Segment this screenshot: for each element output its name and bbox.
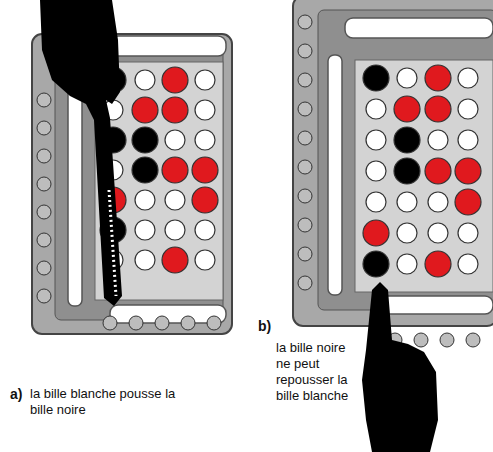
marble xyxy=(425,251,451,277)
marble xyxy=(135,70,155,90)
marble xyxy=(162,247,188,273)
marble xyxy=(366,192,386,212)
marble xyxy=(165,220,185,240)
marble xyxy=(195,220,215,240)
marble xyxy=(162,67,188,93)
marble xyxy=(37,233,51,247)
marble xyxy=(394,158,420,184)
marble xyxy=(192,187,218,213)
marble xyxy=(298,189,312,203)
caption-text: la bille blanche pousse la bille noire xyxy=(30,386,190,418)
marble xyxy=(425,158,451,184)
marble xyxy=(207,316,221,330)
marble xyxy=(458,254,478,274)
hand-a xyxy=(40,0,122,306)
marble xyxy=(455,158,481,184)
caption-text: la bille noire ne peut repousser la bill… xyxy=(276,340,354,404)
marble xyxy=(298,15,312,29)
marble xyxy=(165,130,185,150)
marble xyxy=(425,65,451,91)
marble xyxy=(37,149,51,163)
caption-letter: b) xyxy=(258,318,278,334)
board-b xyxy=(293,0,493,347)
marble xyxy=(397,68,417,88)
marble xyxy=(132,127,158,153)
marble xyxy=(366,99,386,119)
marble xyxy=(37,289,51,303)
marble xyxy=(428,130,448,150)
marble xyxy=(425,96,451,122)
marble xyxy=(195,130,215,150)
marble xyxy=(466,333,480,347)
marble xyxy=(458,223,478,243)
marble xyxy=(135,190,155,210)
marble xyxy=(298,131,312,145)
marble xyxy=(458,68,478,88)
marble xyxy=(132,97,158,123)
marble xyxy=(165,190,185,210)
marble xyxy=(455,189,481,215)
marble xyxy=(135,220,155,240)
marble xyxy=(37,121,51,135)
marble xyxy=(414,333,428,347)
marble xyxy=(192,157,218,183)
marble xyxy=(394,127,420,153)
hand-b xyxy=(362,282,438,452)
marble xyxy=(298,44,312,58)
marble xyxy=(195,70,215,90)
marble xyxy=(298,160,312,174)
marble xyxy=(129,316,143,330)
marble xyxy=(155,316,169,330)
marble xyxy=(363,65,389,91)
marble xyxy=(394,96,420,122)
marble xyxy=(298,73,312,87)
marble xyxy=(363,251,389,277)
marble xyxy=(298,276,312,290)
marble xyxy=(397,192,417,212)
marble xyxy=(440,333,454,347)
marble xyxy=(397,223,417,243)
marble xyxy=(37,205,51,219)
marble xyxy=(37,177,51,191)
marble xyxy=(366,130,386,150)
marble xyxy=(195,250,215,270)
marble xyxy=(181,316,195,330)
marble xyxy=(298,218,312,232)
marble xyxy=(428,223,448,243)
marble xyxy=(298,247,312,261)
marble xyxy=(135,250,155,270)
marble xyxy=(162,157,188,183)
marble xyxy=(428,192,448,212)
marble xyxy=(298,102,312,116)
marble xyxy=(363,220,389,246)
marble xyxy=(37,93,51,107)
marble xyxy=(37,261,51,275)
marble xyxy=(397,254,417,274)
marble xyxy=(458,130,478,150)
marble xyxy=(103,316,117,330)
marble xyxy=(458,99,478,119)
marble xyxy=(366,161,386,181)
marble xyxy=(162,97,188,123)
caption-letter: a) xyxy=(10,386,30,402)
marble xyxy=(195,100,215,120)
marble xyxy=(132,157,158,183)
